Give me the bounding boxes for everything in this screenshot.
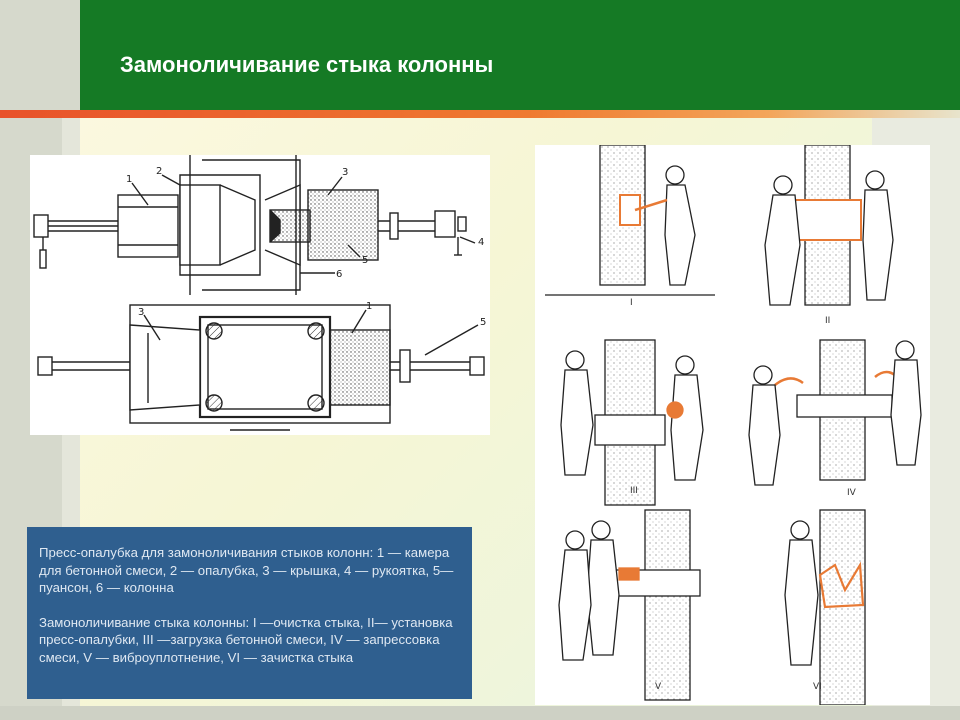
panel-label-V: V xyxy=(655,682,662,692)
callout-bottom-1: 1 xyxy=(366,301,372,312)
press-formwork-drawing: 1 2 3 4 5 6 3 1 5 xyxy=(30,155,490,435)
caption-sequence-legend: Замоноличивание стыка колонны: I —очистк… xyxy=(39,614,453,665)
callout-top-3: 3 xyxy=(342,167,348,178)
panel-label-VI: VI xyxy=(813,682,822,692)
callout-top-1: 1 xyxy=(126,174,132,185)
slide-header xyxy=(80,0,960,110)
callout-top-5: 5 xyxy=(362,255,368,266)
press-formwork-drawing-svg: 1 2 3 4 5 6 3 1 5 xyxy=(33,155,486,431)
callout-bottom-5: 5 xyxy=(480,317,486,328)
caption-formwork-legend: Пресс-опалубка для замоноличивания стыко… xyxy=(39,545,454,595)
panel-label-III: III xyxy=(630,486,638,496)
callout-top-6: 6 xyxy=(336,269,342,280)
caption-box: Пресс-опалубка для замоноличивания стыко… xyxy=(27,527,472,699)
callout-top-4: 4 xyxy=(478,237,484,248)
panel-label-IV: IV xyxy=(847,488,857,498)
footer-bar xyxy=(0,706,960,720)
panel-label-II: II xyxy=(825,316,830,326)
header-accent-line xyxy=(0,110,960,118)
joint-sequence-svg: I II III IV V VI xyxy=(545,144,922,706)
panel-label-I: I xyxy=(630,298,633,308)
callout-bottom-3: 3 xyxy=(138,307,144,318)
slide-title: Замоноличивание стыка колонны xyxy=(120,52,494,77)
callout-top-2: 2 xyxy=(156,166,162,177)
joint-sequence-illustration: I II III IV V VI xyxy=(535,144,930,706)
